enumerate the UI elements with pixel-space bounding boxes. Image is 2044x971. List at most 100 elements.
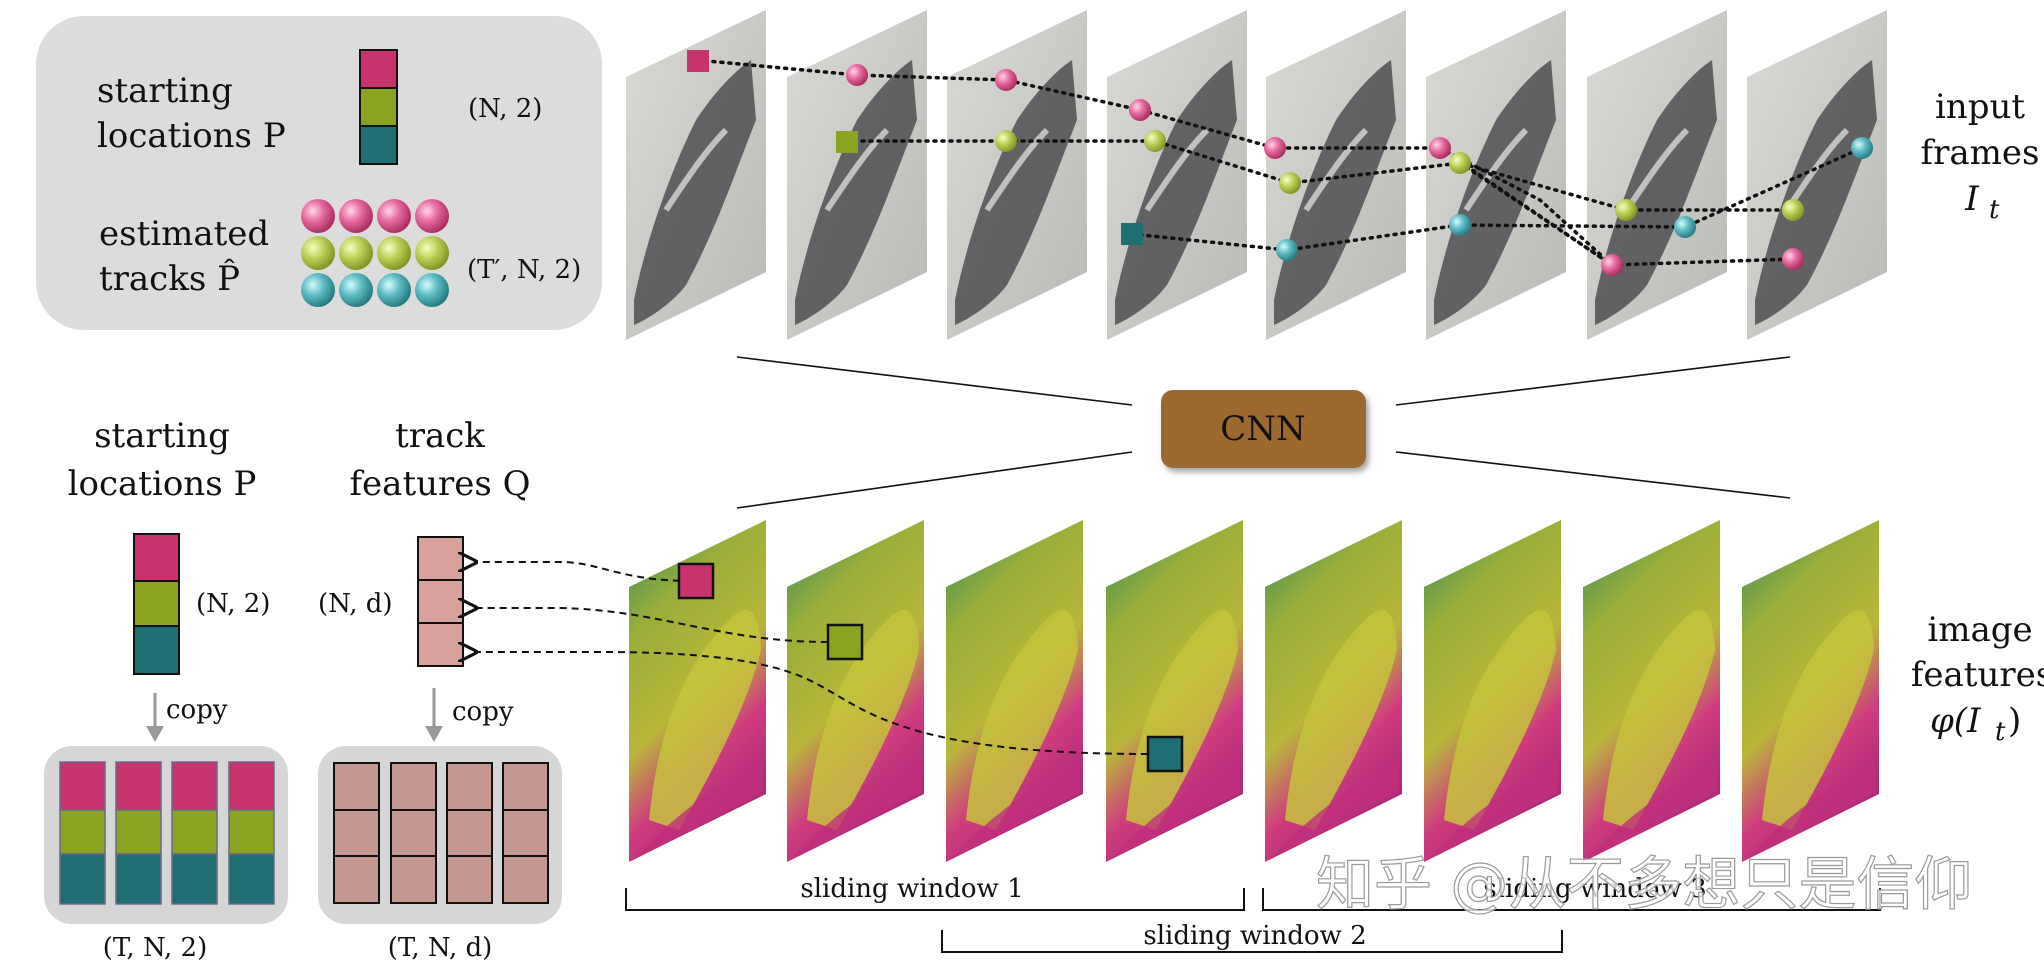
track-copy-column <box>333 762 380 904</box>
track-title-line1: track <box>395 416 485 456</box>
track-dims: (N, d) <box>318 589 393 619</box>
cat-fur-stripe <box>984 127 1050 212</box>
legend-starting-dims: (N, 2) <box>468 94 542 124</box>
track-sphere-icon <box>301 199 335 233</box>
feature-blob <box>1762 610 1874 830</box>
cat-fur-stripe <box>824 127 890 212</box>
copy-cell-feature <box>390 809 437 858</box>
copy-cell-feature <box>446 855 493 904</box>
input-frame <box>1266 10 1406 340</box>
cat-fur-stripe <box>1144 127 1210 212</box>
track-point-magenta <box>995 69 1017 91</box>
track-sphere-icon <box>301 273 335 307</box>
track-point-olive <box>1782 199 1804 221</box>
start-dims: (N, 2) <box>196 589 270 619</box>
copy-cell-teal <box>59 853 106 905</box>
copy-cell-feature <box>390 762 437 811</box>
track-sphere-icon <box>301 236 335 270</box>
trajectory-cross-2 <box>1458 161 1614 267</box>
feature-low-region <box>791 760 921 860</box>
input-frame <box>1587 10 1727 340</box>
copy-cell-teal <box>115 853 162 905</box>
cnn-label: CNN <box>1220 409 1306 449</box>
window-2-label: sliding window 2 <box>1143 921 1366 951</box>
feature-blob <box>1126 610 1238 830</box>
sampled-patches <box>677 562 1184 773</box>
track-point-magenta <box>1129 99 1151 121</box>
track-features-section: track features Q (N, d) copy (T, N, d) <box>318 416 562 963</box>
start-copy-column <box>115 761 162 905</box>
start-stack <box>133 533 180 675</box>
track-stack <box>417 536 464 667</box>
feature-map <box>787 520 924 862</box>
copy-cell-feature <box>333 762 380 811</box>
image-features-label: image features φ(I t ) <box>1911 610 2044 747</box>
track-sphere-icon <box>377 273 411 307</box>
copy-cell-feature <box>502 809 549 858</box>
input-frame <box>787 10 927 340</box>
legend-panel: starting locations P (N, 2) estimated tr… <box>36 16 602 330</box>
features-label-close: ) <box>2008 701 2021 741</box>
legend-background <box>36 16 602 330</box>
cat-silhouette <box>795 60 917 325</box>
start-square-magenta <box>687 50 709 72</box>
starting-locations-section: starting locations P (N, 2) copy (T, N, … <box>44 416 288 963</box>
copy-cell-magenta <box>59 761 106 811</box>
feature-map <box>1742 520 1879 862</box>
feature-map <box>946 520 1083 862</box>
start-title-line1: starting <box>94 416 230 456</box>
feature-map <box>629 520 766 862</box>
start-copies <box>59 761 275 905</box>
trajectories <box>687 50 1873 276</box>
track-sphere-icon <box>377 236 411 270</box>
track-copies <box>333 762 549 904</box>
start-copy-column <box>228 761 275 905</box>
track-point-olive <box>1144 130 1166 152</box>
track-copy-column <box>390 762 437 904</box>
window-2-bracket <box>941 930 1563 953</box>
track-copy-dims: (T, N, d) <box>388 933 493 963</box>
input-label-line1: input <box>1935 87 2025 127</box>
copy-cell-magenta <box>115 761 162 811</box>
feature-low-region <box>1587 760 1717 860</box>
features-label-line2: features <box>1911 655 2044 695</box>
copy-cell-olive <box>171 809 218 855</box>
input-frames <box>626 10 1887 340</box>
copy-cell-feature <box>446 809 493 858</box>
copy-cell-feature <box>333 809 380 858</box>
track-sphere-icon <box>339 199 373 233</box>
copy-cell-feature <box>390 855 437 904</box>
track-sphere-icon <box>339 273 373 307</box>
cat-silhouette <box>1434 60 1556 325</box>
cnn-block: CNN <box>1161 390 1366 468</box>
legend-starting-line1: starting <box>97 71 233 111</box>
feature-low-region <box>1110 760 1240 860</box>
track-point-magenta <box>1429 137 1451 159</box>
track-title-line2: features Q <box>349 464 530 504</box>
start-copy-dims: (T, N, 2) <box>103 933 208 963</box>
track-sphere-icon <box>339 236 373 270</box>
feature-map <box>1583 520 1720 862</box>
copy-cell-magenta <box>228 761 275 811</box>
input-label-symbol: I <box>1964 179 1979 219</box>
track-point-teal <box>1276 239 1298 261</box>
track-point-olive <box>1615 199 1637 221</box>
track-point-teal <box>1449 214 1471 236</box>
sliding-windows: sliding window 1 sliding window 3 slidin… <box>625 874 1881 953</box>
feature-map <box>1106 520 1243 862</box>
cat-silhouette <box>634 60 756 325</box>
track-point-magenta <box>846 64 868 86</box>
copy-cell-feature <box>333 855 380 904</box>
track-copy-column <box>446 762 493 904</box>
feature-blob <box>649 610 761 830</box>
feature-low-region <box>1746 760 1876 860</box>
track-sphere-icon <box>415 236 449 270</box>
track-sphere-icon <box>415 273 449 307</box>
feature-low-region <box>1428 760 1558 860</box>
cat-fur-stripe <box>1463 127 1529 212</box>
track-point-magenta <box>1601 254 1623 276</box>
legend-tracks-line2: tracks P̂ <box>99 258 240 299</box>
trajectory-cross-1 <box>1438 146 1614 267</box>
legend-tracks-dims: (T′, N, 2) <box>467 255 581 285</box>
